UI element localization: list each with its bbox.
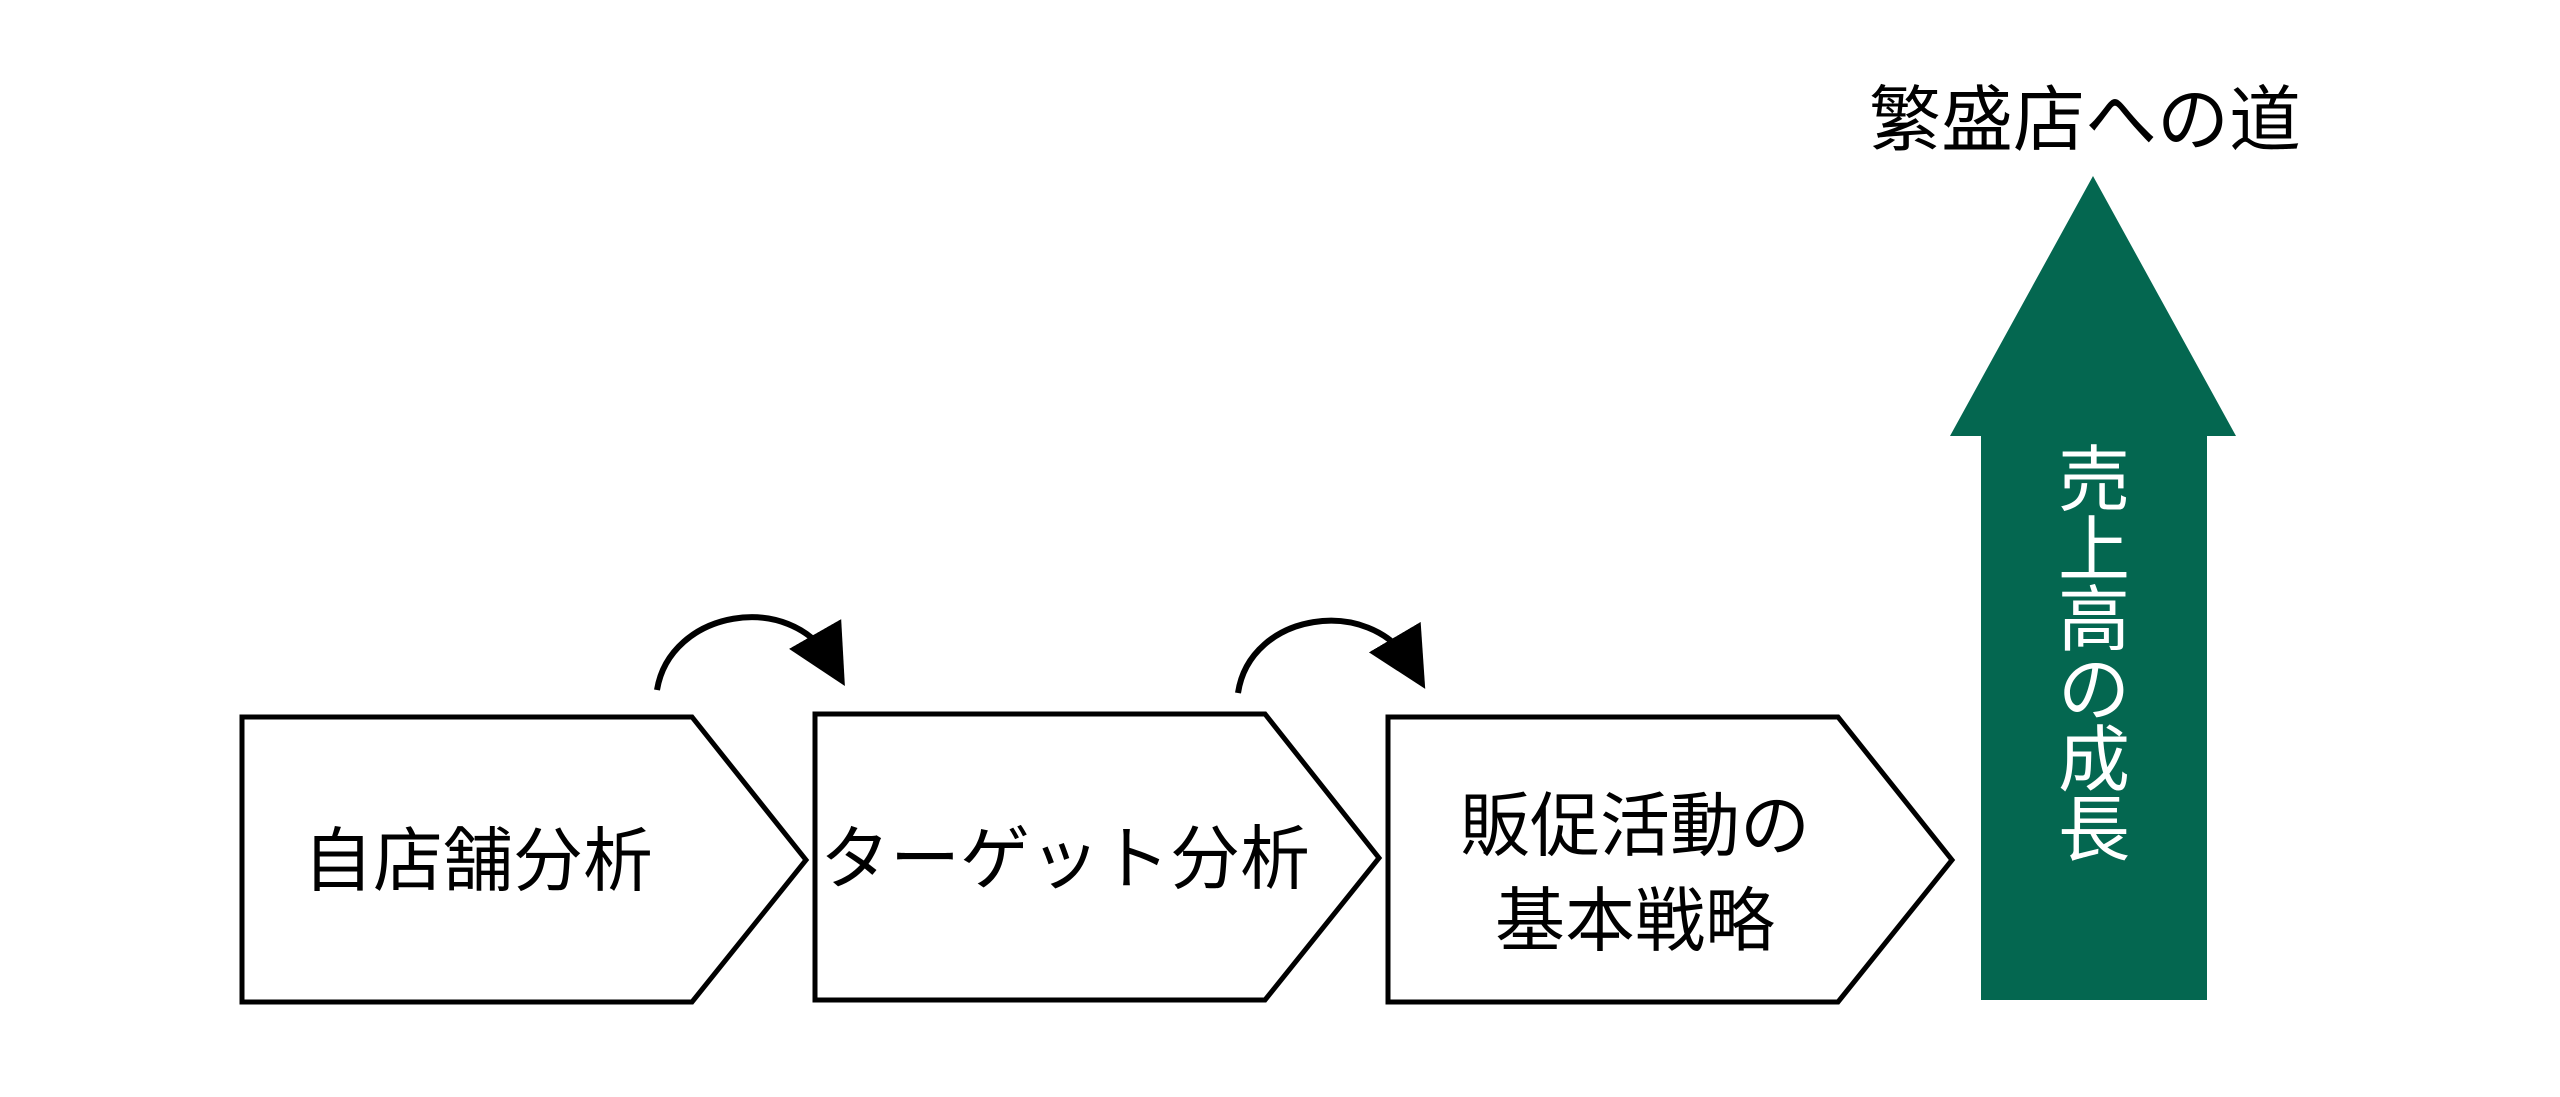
step-label-3-line-1: 販促活動の [1460,785,1810,867]
chevron-box-1 [239,714,810,1005]
step-shape-1: 自店舗分析 [239,714,810,1005]
step-label-2: ターゲット分析 [820,818,1310,900]
chevron-box-3 [1385,714,1956,1005]
step-label-1: 自店舗分析 [303,820,653,902]
chevron-box-2 [812,711,1383,1003]
growth-arrow-shape [1950,176,2236,1000]
growth-label-char: 成 [2058,718,2130,802]
growth-label-char: 高 [2058,578,2130,662]
step-shape-2: ターゲット分析 [812,711,1383,1003]
growth-label-char: 売 [2058,438,2130,522]
goal-title: 繁盛店への道 [1869,78,2301,162]
step-shape-3: 販促活動の 基本戦略 [1385,714,1956,1005]
step-label-3-line-2: 基本戦略 [1495,880,1775,962]
curved-arrow-icon-1 [654,614,845,691]
curved-arrow-icon-2 [1235,617,1426,694]
growth-label-char: 上 [2058,508,2130,592]
growth-label-char: 長 [2058,788,2130,872]
growth-label-char: の [2058,648,2130,732]
